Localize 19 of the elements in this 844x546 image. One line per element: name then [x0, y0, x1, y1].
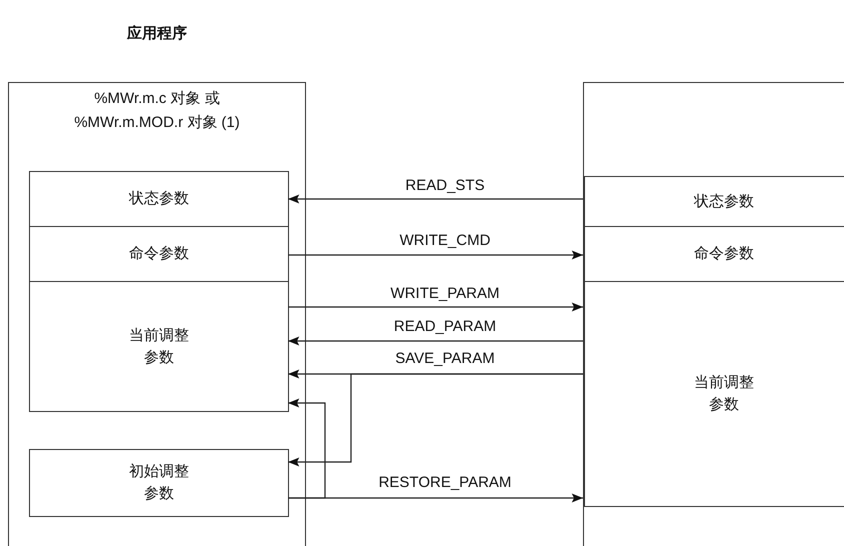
- parameter-box: 初始调整参数: [29, 449, 289, 517]
- column-title: %MWr.m.c 对象 或 %MWr.m.MOD.r 对象 (1): [73, 89, 241, 133]
- edge-label: SAVE_PARAM: [393, 351, 497, 367]
- parameter-box: 命令参数: [29, 226, 289, 282]
- arrow: [288, 302, 583, 312]
- column-box: [583, 82, 844, 546]
- edge-label: WRITE_CMD: [398, 233, 492, 249]
- column-heading: 应用程序: [126, 24, 188, 43]
- arrow: [288, 373, 583, 466]
- arrow: [288, 250, 583, 260]
- parameter-box: 状态参数: [29, 171, 289, 227]
- parameter-box: 当前调整参数: [29, 281, 289, 412]
- parameter-box: 当前调整参数: [584, 281, 844, 507]
- arrow: [288, 194, 583, 204]
- arrow: [288, 398, 326, 499]
- arrow: [288, 336, 583, 346]
- edge-label: WRITE_PARAM: [388, 286, 502, 302]
- parameter-box: 状态参数: [584, 176, 844, 227]
- edge-label: RESTORE_PARAM: [376, 475, 514, 491]
